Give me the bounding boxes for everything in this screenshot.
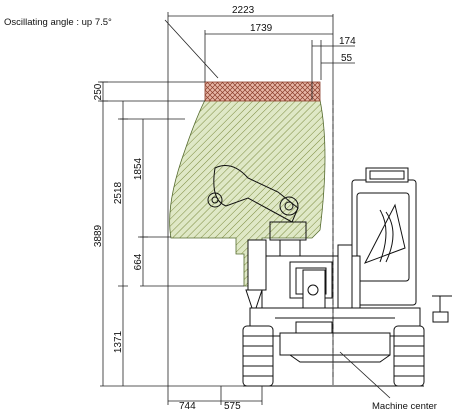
dim-total-height: 3889 — [93, 224, 104, 247]
swing-envelope-area — [169, 99, 326, 287]
dim-lower-mid-height: 664 — [133, 253, 144, 270]
dim-offset-b: 55 — [341, 53, 353, 64]
machine-center-label: Machine center — [372, 401, 437, 411]
dim-offset-a: 174 — [339, 36, 356, 47]
dim-bottom-right: 575 — [224, 401, 241, 411]
dim-mid-height: 1854 — [133, 157, 144, 180]
excavator-outline — [207, 165, 452, 387]
oscillation-cap-area — [204, 81, 321, 102]
dim-top-width: 2223 — [232, 5, 255, 16]
dim-bottom-left: 744 — [179, 401, 196, 411]
dim-upper-height: 2518 — [113, 181, 124, 204]
dim-base-height: 1371 — [113, 330, 124, 353]
dim-inner-width: 1739 — [250, 23, 273, 34]
dim-top-height: 250 — [93, 83, 104, 100]
oscillating-angle-label: Oscillating angle : up 7.5° — [4, 17, 112, 28]
